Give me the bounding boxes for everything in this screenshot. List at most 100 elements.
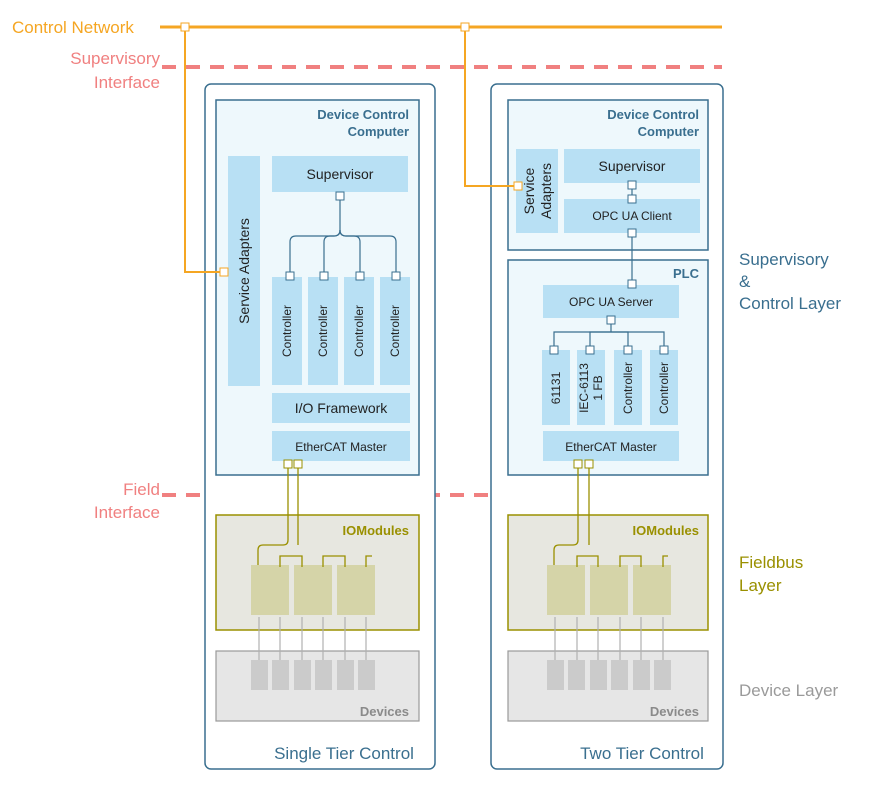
port-icon <box>627 194 637 204</box>
single-io-framework-box <box>272 393 410 423</box>
ethercat-port-icon <box>283 459 293 469</box>
single-service-adapters-box <box>228 156 260 386</box>
network-port-icon <box>460 22 470 32</box>
single-io-module <box>251 565 289 615</box>
single-device-links <box>258 617 367 660</box>
port-icon <box>549 345 559 355</box>
supervisory-interface-label-2: Interface <box>94 73 160 92</box>
port-icon <box>627 279 637 289</box>
single-supervisor-box <box>272 156 408 192</box>
single-io-module <box>294 565 332 615</box>
two-plc-block-label: Controller <box>621 362 635 414</box>
single-service-adapters-label: Service Adapters <box>236 218 252 324</box>
ethercat-port-icon <box>293 459 303 469</box>
ethercat-port-icon <box>573 459 583 469</box>
port-icon <box>391 271 401 281</box>
single-device <box>315 660 332 690</box>
single-controller-label: Controller <box>316 305 330 357</box>
two-plc-block-label: Controller <box>657 362 671 414</box>
two-plc-title: PLC <box>673 266 700 281</box>
single-controller-label: Controller <box>280 305 294 357</box>
two-dcc-title-2: Computer <box>638 124 699 139</box>
single-controller-box <box>380 277 410 385</box>
two-io-module <box>547 565 585 615</box>
supervisory-layer-label-2: & <box>739 272 751 291</box>
fieldbus-layer-label-1: Fieldbus <box>739 553 803 572</box>
field-interface-label-1: Field <box>123 480 160 499</box>
two-ethercat-master-label: EtherCAT Master <box>565 440 657 454</box>
single-controllers: Controller Controller Controller Control… <box>272 277 410 385</box>
two-iomodules-label: IOModules <box>633 523 699 538</box>
single-controller-label: Controller <box>352 305 366 357</box>
device-layer-label: Device Layer <box>739 681 839 700</box>
single-io-module <box>337 565 375 615</box>
two-devices-label: Devices <box>650 704 699 719</box>
port-icons <box>180 22 669 469</box>
single-controller-box <box>344 277 374 385</box>
two-service-adapters-label-2: Adapters <box>538 163 554 219</box>
two-supervisor-box <box>564 149 700 183</box>
two-plc-block-label: 61131 <box>549 371 563 404</box>
single-controller-label: Controller <box>388 305 402 357</box>
network-port-icon <box>180 22 190 32</box>
single-device <box>272 660 289 690</box>
two-service-adapters-box <box>516 149 558 233</box>
two-plc-block-label: IEC-6113 <box>577 363 591 413</box>
two-plc-block <box>577 350 605 425</box>
two-device <box>547 660 564 690</box>
two-ethercat-master-box <box>543 431 679 461</box>
single-device <box>294 660 311 690</box>
port-icon <box>623 345 633 355</box>
single-supervisor-tree <box>289 197 397 272</box>
single-device <box>251 660 268 690</box>
single-network-connection <box>184 27 224 273</box>
two-dcc-title-1: Device Control <box>607 107 699 122</box>
port-icon <box>355 271 365 281</box>
two-opc-client-label: OPC UA Client <box>592 209 672 223</box>
two-service-adapters-label-1: Service <box>521 167 537 214</box>
control-network-label: Control Network <box>12 18 134 37</box>
two-device <box>654 660 671 690</box>
single-controller-box <box>308 277 338 385</box>
two-tier-title: Two Tier Control <box>580 744 704 763</box>
two-devices <box>547 660 671 690</box>
network-port-icon <box>219 267 229 277</box>
port-icon <box>335 191 345 201</box>
single-dcc-title-2: Computer <box>348 124 409 139</box>
two-fieldbus-lines <box>553 466 668 567</box>
two-network-connection <box>464 27 518 187</box>
port-icon <box>627 228 637 238</box>
port-icon <box>659 345 669 355</box>
two-supervisor-label: Supervisor <box>599 158 666 174</box>
single-io-framework-label: I/O Framework <box>295 400 389 416</box>
single-ethercat-master-label: EtherCAT Master <box>295 440 387 454</box>
field-interface-label-2: Interface <box>94 503 160 522</box>
two-plc-block-label: 1 FB <box>591 375 605 400</box>
single-supervisor-label: Supervisor <box>307 166 374 182</box>
single-devices-label: Devices <box>360 704 409 719</box>
ethercat-port-icon <box>584 459 594 469</box>
two-device <box>568 660 585 690</box>
two-devices-box <box>507 650 709 722</box>
single-iomodules-label: IOModules <box>343 523 409 538</box>
two-opc-server-label: OPC UA Server <box>569 295 653 309</box>
single-tier-title: Single Tier Control <box>274 744 414 763</box>
single-dcc-title-1: Device Control <box>317 107 409 122</box>
two-opc-client-box <box>564 199 700 233</box>
two-plc-block <box>650 350 678 425</box>
two-device-links <box>554 617 664 660</box>
two-io-module <box>590 565 628 615</box>
two-device <box>611 660 628 690</box>
single-ethercat-master-box <box>272 431 410 461</box>
network-port-icon <box>513 181 523 191</box>
port-icon <box>627 180 637 190</box>
single-controller-box <box>272 277 302 385</box>
supervisory-interface-label-1: Supervisory <box>70 49 160 68</box>
two-opc-server-box <box>543 285 679 318</box>
supervisory-layer-label-3: Control Layer <box>739 294 841 313</box>
single-device <box>337 660 354 690</box>
two-plc-block <box>542 350 570 425</box>
port-icon <box>285 271 295 281</box>
single-fieldbus-lines <box>257 466 372 567</box>
